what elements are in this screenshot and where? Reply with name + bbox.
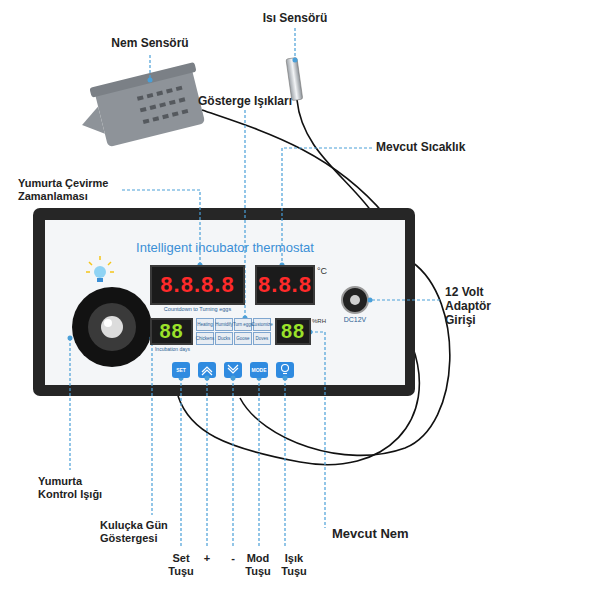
egg-lamp <box>72 287 152 367</box>
seven-segment-display: 88 <box>275 318 311 345</box>
probe-cable <box>297 100 372 212</box>
seven-segment-display: 8.8.8 <box>255 265 315 305</box>
indicator-light: Ducks <box>215 332 233 345</box>
indicator-light: Humidify <box>215 318 233 331</box>
panel-face <box>45 220 405 385</box>
sensor-cable <box>202 110 385 215</box>
panel-marking: Incubation days <box>145 347 200 353</box>
callout-label: Kuluçka Gün Göstergesi <box>100 519 200 544</box>
bulb-icon <box>86 256 114 282</box>
callout-label: Yumurta Çevirme Zamanlaması <box>18 177 118 202</box>
indicator-light: Chickens <box>196 332 214 345</box>
indicator-text: Doves <box>256 336 269 341</box>
indicator-text: Humidify <box>215 322 233 327</box>
callout-label: Isı Sensörü <box>250 12 340 26</box>
indicator-light: Doves <box>253 332 271 345</box>
indicator-light: Turn eggs <box>234 318 252 331</box>
panel-frame <box>33 208 415 396</box>
indicator-text: Turn eggs <box>233 322 253 327</box>
mode-button: MODE <box>250 362 268 378</box>
set-button: SET <box>172 362 190 378</box>
display-digits: 8.8.8.8 <box>160 272 234 298</box>
indicator-text: Ducks <box>218 336 231 341</box>
callout-label: Mod Tuşu <box>241 552 275 577</box>
indicator-text: Heating <box>197 322 213 327</box>
panel-marking: Countdown to Turning eggs <box>145 306 250 312</box>
unit-marking: °C <box>317 266 331 276</box>
sensor-cap <box>89 62 196 98</box>
display-digits: 88 <box>281 320 305 343</box>
display-digits: 88 <box>159 320 183 343</box>
callout-label: 12 Volt Adaptör Girişi <box>445 286 507 327</box>
callout-label: Yumurta Kontrol Işığı <box>38 475 120 500</box>
button-text: MODE <box>252 367 267 373</box>
indicator-text: Goose <box>236 336 249 341</box>
callout-label: Nem Sensörü <box>95 37 205 51</box>
indicator-text: Customize <box>251 322 272 327</box>
sensor-vents <box>137 86 188 124</box>
display-digits: 8.8.8 <box>258 272 312 298</box>
callout-label: Gösterge Işıkları <box>185 95 305 109</box>
indicator-light: Goose <box>234 332 252 345</box>
callout-label: - <box>227 552 239 565</box>
callout-label: Set Tuşu <box>164 552 198 577</box>
panel-marking: DC12V <box>336 316 374 324</box>
seven-segment-display: 8.8.8.8 <box>150 265 245 305</box>
humidity-sensor <box>74 62 209 152</box>
sensor-body <box>94 67 205 147</box>
leader-dots <box>68 58 373 381</box>
callout-label: Işık Tuşu <box>277 552 311 577</box>
dc-jack <box>342 287 368 313</box>
indicator-text: Chickens <box>196 336 215 341</box>
leader-lines <box>70 28 440 548</box>
button-text: SET <box>176 367 186 373</box>
front-panel: Intelligent incubator thermostat 8.8.8.8 8… <box>45 220 405 385</box>
panel-title: Intelligent incubator thermostat <box>45 240 405 255</box>
unit-marking: %RH <box>312 318 334 325</box>
indicator-light: Customize <box>253 318 271 331</box>
callout-label: Mevcut Nem <box>332 527 432 542</box>
callout-label: + <box>201 552 213 565</box>
seven-segment-display: 88 <box>150 318 193 345</box>
callout-label: Mevcut Sıcaklık <box>376 141 488 155</box>
indicator-light: Heating <box>196 318 214 331</box>
